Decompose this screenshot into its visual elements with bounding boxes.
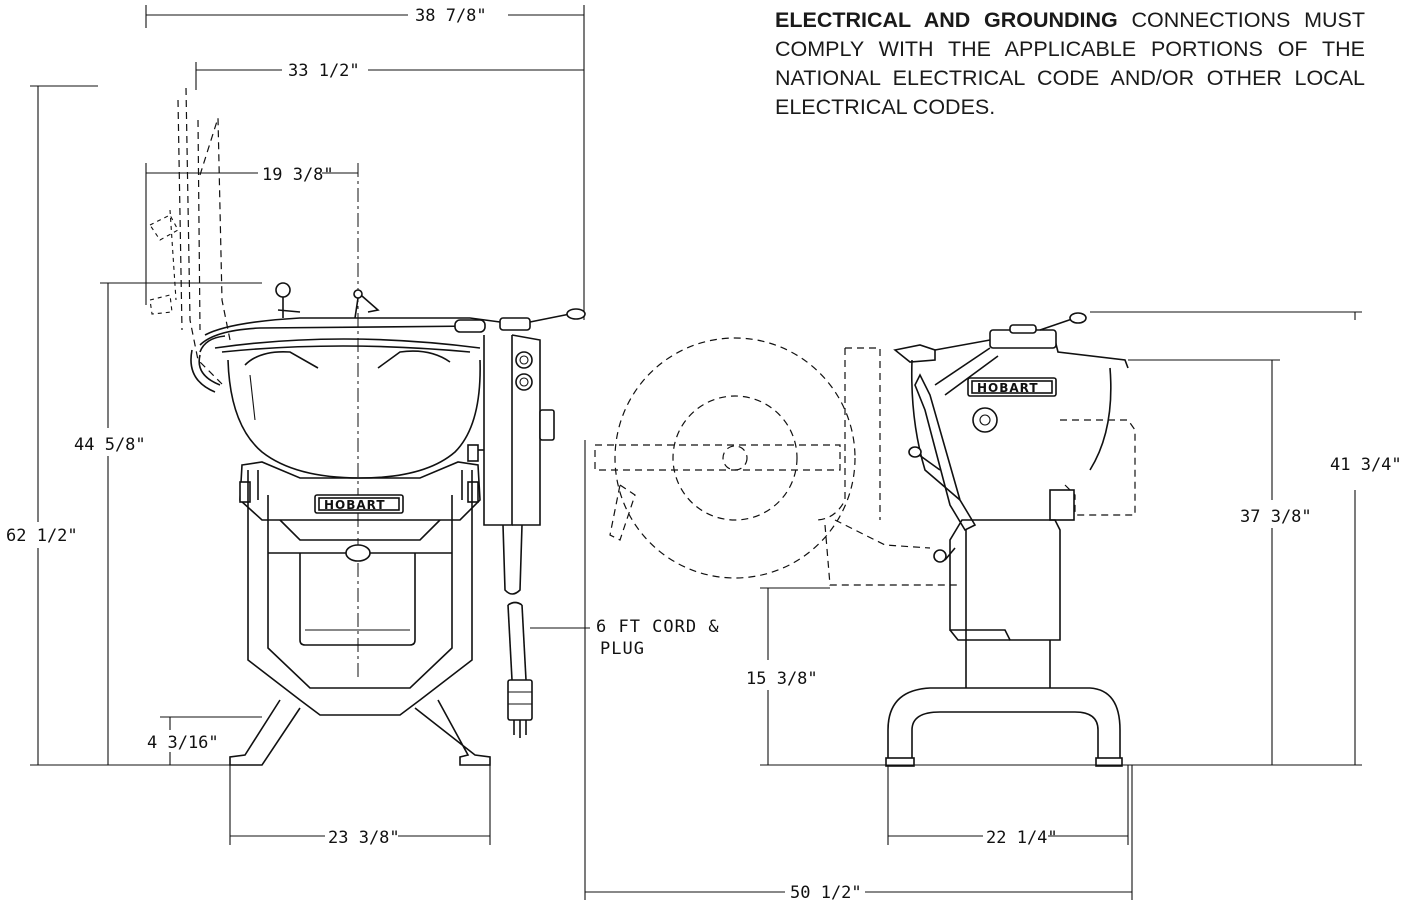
dim-leg-height: 4 3/16" bbox=[147, 716, 262, 765]
dim-label-15: 15 3/8" bbox=[746, 669, 818, 689]
power-cord-plug[interactable]: 6 FT CORD & PLUG bbox=[507, 601, 720, 739]
raised-lid-phantom bbox=[149, 87, 231, 385]
dim-height-41: 41 3/4" bbox=[1090, 311, 1402, 765]
front-brand-plate: HOBART bbox=[324, 498, 386, 512]
control-housing bbox=[467, 334, 555, 595]
dim-overall-width: 38 7/8" bbox=[145, 5, 585, 320]
dim-label-22: 22 1/4" bbox=[986, 828, 1058, 848]
dim-label-62: 62 1/2" bbox=[6, 526, 78, 546]
dim-height-37: 37 3/8" bbox=[1128, 359, 1312, 765]
dim-label-38: 38 7/8" bbox=[415, 6, 487, 26]
yoke-frame: HOBART bbox=[229, 461, 491, 766]
side-view: HOBART 41 3/4" bbox=[584, 311, 1402, 903]
dim-label-4: 4 3/16" bbox=[147, 733, 219, 753]
notice-bold-heading: ELECTRICAL AND GROUNDING bbox=[775, 8, 1118, 32]
side-mixer-body: HOBART bbox=[885, 312, 1129, 767]
dim-label-37: 37 3/8" bbox=[1240, 507, 1312, 527]
dim-label-50: 50 1/2" bbox=[790, 883, 862, 903]
dim-height-44: 44 5/8" bbox=[74, 282, 262, 765]
dim-label-33: 33 1/2" bbox=[288, 61, 360, 81]
bowl-lid bbox=[199, 282, 586, 353]
cord-label-line1: 6 FT CORD & bbox=[596, 617, 720, 637]
front-view: 38 7/8" 33 1/2" 19 3/8" 62 1/2" bbox=[6, 5, 720, 848]
dim-label-23: 23 3/8" bbox=[328, 828, 400, 848]
dim-label-41: 41 3/4" bbox=[1330, 455, 1402, 475]
dim-label-19: 19 3/8" bbox=[262, 165, 334, 185]
electrical-notice: ELECTRICAL AND GROUNDING CONNECTIONS MUS… bbox=[775, 6, 1365, 122]
dim-base-width: 23 3/8" bbox=[229, 765, 491, 848]
dim-overall-depth: 50 1/2" bbox=[584, 440, 1133, 903]
dim-base-width-22: 22 1/4" bbox=[887, 765, 1129, 848]
dim-label-44: 44 5/8" bbox=[74, 435, 146, 455]
tilted-bowl-phantom bbox=[594, 337, 1136, 586]
dim-height-15: 15 3/8" bbox=[746, 587, 830, 765]
cord-label-line2: PLUG bbox=[600, 639, 645, 659]
dim-width-33: 33 1/2" bbox=[195, 61, 584, 90]
notice-text: CONNECTIONS MUST COMPLY WITH THE APPLICA… bbox=[775, 8, 1365, 119]
side-brand-plate: HOBART bbox=[977, 381, 1039, 395]
bowl bbox=[190, 338, 481, 479]
dim-height-62: 62 1/2" bbox=[6, 85, 98, 765]
dim-center-19: 19 3/8" bbox=[145, 163, 359, 680]
